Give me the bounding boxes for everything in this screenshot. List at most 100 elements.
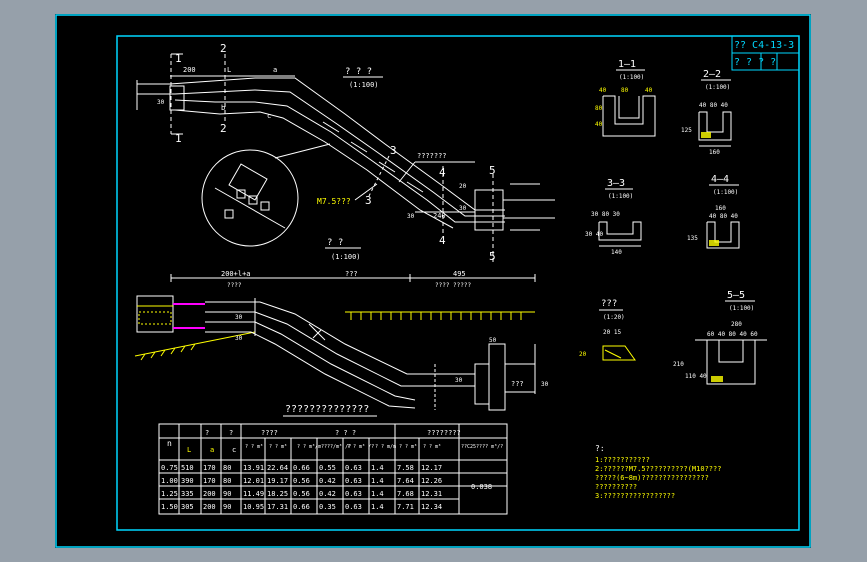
table-cell: 1.4	[371, 464, 384, 472]
section-3-3: 3—3 (1:100) 30 80 30 30 40 140	[585, 178, 642, 256]
section-2-2: 2—2 (1:100) 40 80 40 125 160	[681, 69, 732, 156]
section-mark-1-top: 1	[175, 52, 182, 65]
title-block: ?? C4-13-3 ? ? ? ?	[731, 35, 800, 71]
svg-text:280: 280	[731, 321, 742, 328]
section-mark-4-bottom: 4	[439, 234, 446, 247]
table-cell: 1.00	[161, 477, 178, 485]
note-1: 1:???????????	[595, 456, 650, 464]
table-cell: 1.50	[161, 503, 178, 511]
dim-20: 20	[459, 183, 467, 190]
table-cell: 0.66	[293, 464, 310, 472]
profile-dim-30b: 30	[235, 335, 243, 342]
svg-text:1—1: 1—1	[618, 59, 636, 70]
table-cell: 0.63	[345, 464, 362, 472]
svg-text:(1:100): (1:100)	[608, 193, 633, 200]
section-mark-5-top: 5	[489, 164, 496, 177]
section-mark-2-top: 2	[220, 42, 227, 55]
svg-text:? ? m³/m: ? ? m³/m	[297, 444, 321, 450]
svg-text:? ? m³: ? ? m³	[245, 444, 263, 450]
table-cell: 18.25	[267, 490, 288, 498]
main-plan-view: ? ? ? (1:100) 200 L a b c 30 1 1 2 2 3	[136, 42, 555, 264]
svg-text:? ? ?: ? ? ?	[335, 429, 356, 437]
profile-dim-mid: ???	[345, 270, 358, 278]
mortar-label: M7.5???	[317, 197, 351, 206]
svg-text:???: ???	[601, 299, 617, 309]
svg-text:L: L	[187, 446, 191, 454]
dim-c: c	[267, 112, 271, 120]
svg-text:? ? m/m: ? ? m/m	[375, 444, 396, 450]
table-cell: 80	[223, 464, 231, 472]
svg-text:(1:100): (1:100)	[705, 84, 730, 91]
profile-view: 200+l+a ???? ??? 495 ???? ?????	[134, 270, 549, 411]
svg-text:135: 135	[687, 235, 698, 242]
table-cell: 0.56	[293, 477, 310, 485]
table-cell: 90	[223, 490, 231, 498]
svg-text:80: 80	[595, 105, 603, 112]
section-4-4: 4—4 (1:100) 160 40 80 40 135	[687, 174, 740, 249]
dim-30-left: 30	[407, 213, 415, 220]
svg-text:160: 160	[715, 205, 726, 212]
svg-text:(1:100): (1:100)	[713, 189, 738, 196]
table-cell: 7.71	[397, 503, 414, 511]
svg-text:????/m³ /?: ????/m³ /?	[321, 444, 351, 450]
svg-text:????????: ????????	[427, 429, 461, 437]
table-cell: 13.91	[243, 464, 264, 472]
svg-text:?: ?	[205, 429, 209, 437]
svg-text:40: 40	[645, 87, 653, 94]
quantity-table: ?????????????? n ? ? ???? ? ? ? ????????…	[158, 404, 508, 515]
cad-drawing: ?? C4-13-3 ? ? ? ? ? ? ? (1:100) 200 L a…	[55, 14, 811, 548]
table-cell: 80	[223, 477, 231, 485]
inner-frame	[116, 35, 800, 531]
table-cell: 170	[203, 477, 216, 485]
table-cell: 1.25	[161, 490, 178, 498]
dim-L: L	[227, 66, 231, 74]
svg-text:40 80 40: 40 80 40	[709, 213, 738, 220]
svg-text:(1:100): (1:100)	[729, 305, 754, 312]
svg-text:(1:20): (1:20)	[603, 314, 625, 321]
svg-text:30 40: 30 40	[585, 231, 603, 238]
table-cell: 0.66	[293, 503, 310, 511]
dim-200: 200	[183, 66, 196, 74]
profile-dim-30c: 30	[455, 377, 463, 384]
profile-dim-30a: 30	[235, 314, 243, 321]
dim-a: a	[273, 66, 277, 74]
table-cell: 1.4	[371, 477, 384, 485]
section-mark-5-bottom: 5	[489, 250, 496, 263]
table-cell: 200	[203, 490, 216, 498]
svg-text:40 80 40: 40 80 40	[699, 102, 728, 109]
svg-text:? ? m³: ? ? m³	[423, 444, 441, 450]
svg-text:140: 140	[611, 249, 622, 256]
section-1-1: 1—1 (1:100) 40 80 40 40 80	[595, 59, 656, 137]
svg-text:110 40: 110 40	[685, 373, 707, 380]
note-3: 3:?????????????????	[595, 492, 675, 500]
detail-title: ? ?	[327, 238, 343, 248]
leader-note: ???????	[417, 152, 447, 160]
svg-text:????: ????	[261, 429, 278, 437]
title-block-row2: ? ? ? ?	[734, 57, 776, 68]
svg-text:?: ?	[229, 429, 233, 437]
dim-240: 240	[433, 212, 446, 220]
table-merged-value: 0.038	[471, 483, 492, 491]
table-cell: 170	[203, 464, 216, 472]
outlet-basin	[474, 189, 504, 231]
section-mark-3-bottom: 3	[365, 194, 372, 207]
svg-text:? ? m³ /?: ? ? m³ /?	[347, 444, 374, 450]
profile-dim-30d: 30	[541, 381, 549, 388]
table-cell: 0.56	[293, 490, 310, 498]
table-cell: 19.17	[267, 477, 288, 485]
table-cell: 10.95	[243, 503, 264, 511]
profile-channel-top	[205, 301, 475, 375]
detail-scale: (1:100)	[331, 253, 361, 261]
section-mark-4-top: 4	[439, 166, 446, 179]
section-detail: ??? (1:20) 20 15 20	[579, 299, 636, 361]
drawing-number: ?? C4-13-3	[734, 40, 794, 51]
table-cell: 12.26	[421, 477, 442, 485]
table-cell: 0.42	[319, 490, 336, 498]
dim-b: b	[221, 104, 225, 112]
plan-scale: (1:100)	[349, 81, 379, 89]
table-cell: 200	[203, 503, 216, 511]
table-cell: 1.4	[371, 503, 384, 511]
svg-text:60 40 80 40 60: 60 40 80 40 60	[707, 331, 758, 338]
profile-dim-left: 200+l+a	[221, 270, 251, 278]
profile-dim-left-sub: ????	[227, 282, 242, 289]
